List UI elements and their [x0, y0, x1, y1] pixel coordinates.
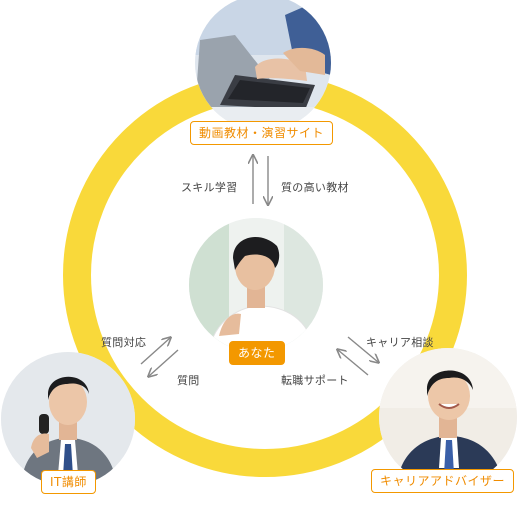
left-photo-instructor: [1, 352, 135, 486]
right-photo-advisor: [379, 348, 517, 486]
instructor-microphone-image: [1, 352, 135, 486]
center-node-label: あなた: [229, 341, 285, 365]
laptop-typing-image: [195, 0, 331, 131]
student-portrait-image: [189, 218, 323, 352]
arrow-left-down: [149, 349, 179, 376]
advisor-portrait-image: [379, 348, 517, 486]
flow-label-question-support: 質問対応: [101, 336, 147, 349]
center-photo-student: [189, 218, 323, 352]
right-node-label: キャリアアドバイザー: [371, 469, 515, 493]
top-node-label: 動画教材・演習サイト: [190, 121, 334, 145]
top-photo-laptop: [195, 0, 331, 131]
flow-label-skill-learning: スキル学習: [181, 181, 238, 194]
flow-label-career-consult: キャリア相談: [366, 336, 434, 349]
flow-label-job-change-support: 転職サポート: [281, 374, 349, 387]
flow-label-question: 質問: [177, 374, 200, 387]
flow-label-quality-material: 質の高い教材: [281, 181, 349, 194]
left-node-label: IT講師: [41, 470, 96, 494]
